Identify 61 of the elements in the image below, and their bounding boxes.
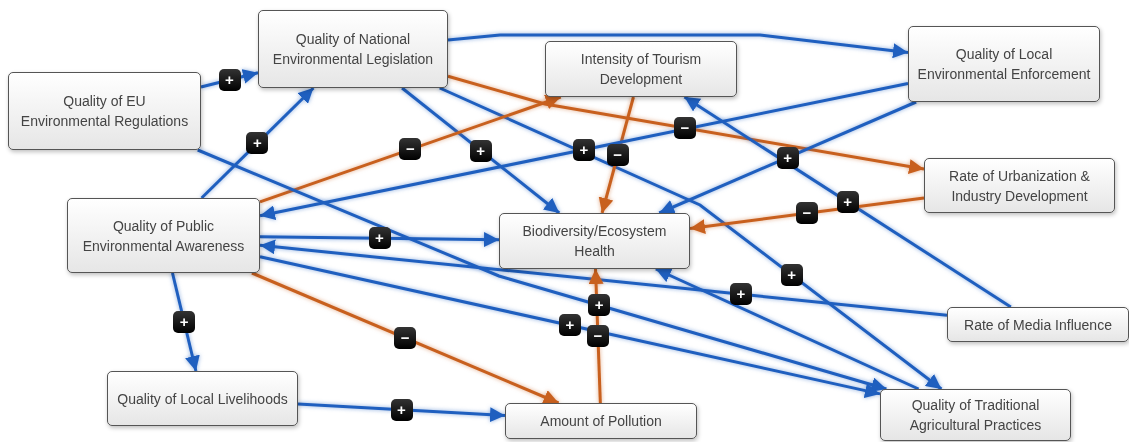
arrow (200, 86, 315, 200)
arrow (447, 74, 925, 174)
variable-name: Rate of Urbanization & Industry Development (948, 166, 1091, 206)
edge-label: + (368, 227, 391, 250)
variable-box (545, 41, 737, 97)
edge-label: + (776, 146, 799, 169)
variable-name: Quality of Local Environmental Enforcement (917, 45, 1091, 84)
variable-name: Amount of Pollution (540, 412, 662, 431)
arrow (598, 96, 635, 214)
edge-label: + (780, 263, 803, 286)
arrow (447, 33, 909, 59)
variable-box (8, 72, 201, 150)
variable-name: Quality of Public Environmental Awareness (81, 216, 246, 256)
arrow (259, 94, 562, 204)
edge-label: + (246, 132, 269, 154)
variable-box (67, 198, 260, 273)
arrow (251, 271, 560, 405)
edge-label: + (729, 283, 752, 306)
variable-name: Quality of National Environmental Legislation (271, 30, 435, 69)
edge-label: + (218, 68, 241, 91)
arrow (588, 268, 604, 404)
variable-box (258, 10, 448, 88)
edge-label: + (573, 138, 595, 161)
edge-label: + (588, 294, 610, 317)
arrow (439, 86, 943, 391)
edge-label: + (173, 311, 196, 333)
edge-label: − (796, 202, 818, 225)
arrow (658, 100, 917, 215)
arrow (683, 95, 1012, 309)
arrow (655, 267, 920, 391)
edge-label: + (559, 314, 581, 337)
arrow (401, 86, 561, 215)
variable-box (947, 307, 1129, 342)
edge-label: − (394, 327, 417, 349)
variable-box (908, 26, 1100, 102)
arrow (259, 232, 500, 248)
variable-box (499, 213, 690, 269)
edge-label: − (586, 325, 609, 347)
variable-box (505, 403, 697, 439)
variable-name: Quality of Local Livelihoods (117, 389, 288, 409)
edge-label: − (673, 117, 696, 139)
arrow (197, 148, 887, 392)
arrow (259, 82, 909, 221)
arrow (259, 239, 948, 317)
arrow (689, 196, 925, 234)
arrow (259, 255, 881, 398)
variable-box (924, 158, 1115, 213)
variable-name: Rate of Media Influence (964, 315, 1112, 335)
variable-box (107, 371, 298, 426)
variable-name: Quality of Traditional Agricultural Practices (908, 396, 1043, 435)
arrow (171, 272, 200, 372)
edge-label: − (606, 144, 629, 166)
variable-name: Biodiversity/Ecosystem Health (521, 222, 668, 261)
variable-name: Intensity of Tourism Development (579, 50, 703, 89)
edge-label: − (399, 138, 422, 161)
variable-box (880, 389, 1071, 441)
arrow (297, 402, 506, 423)
edge-label: + (469, 139, 492, 162)
edge-label: + (836, 191, 859, 213)
edge-label: + (390, 398, 413, 421)
variable-name: Quality of EU Environmental Regulations (19, 92, 190, 131)
